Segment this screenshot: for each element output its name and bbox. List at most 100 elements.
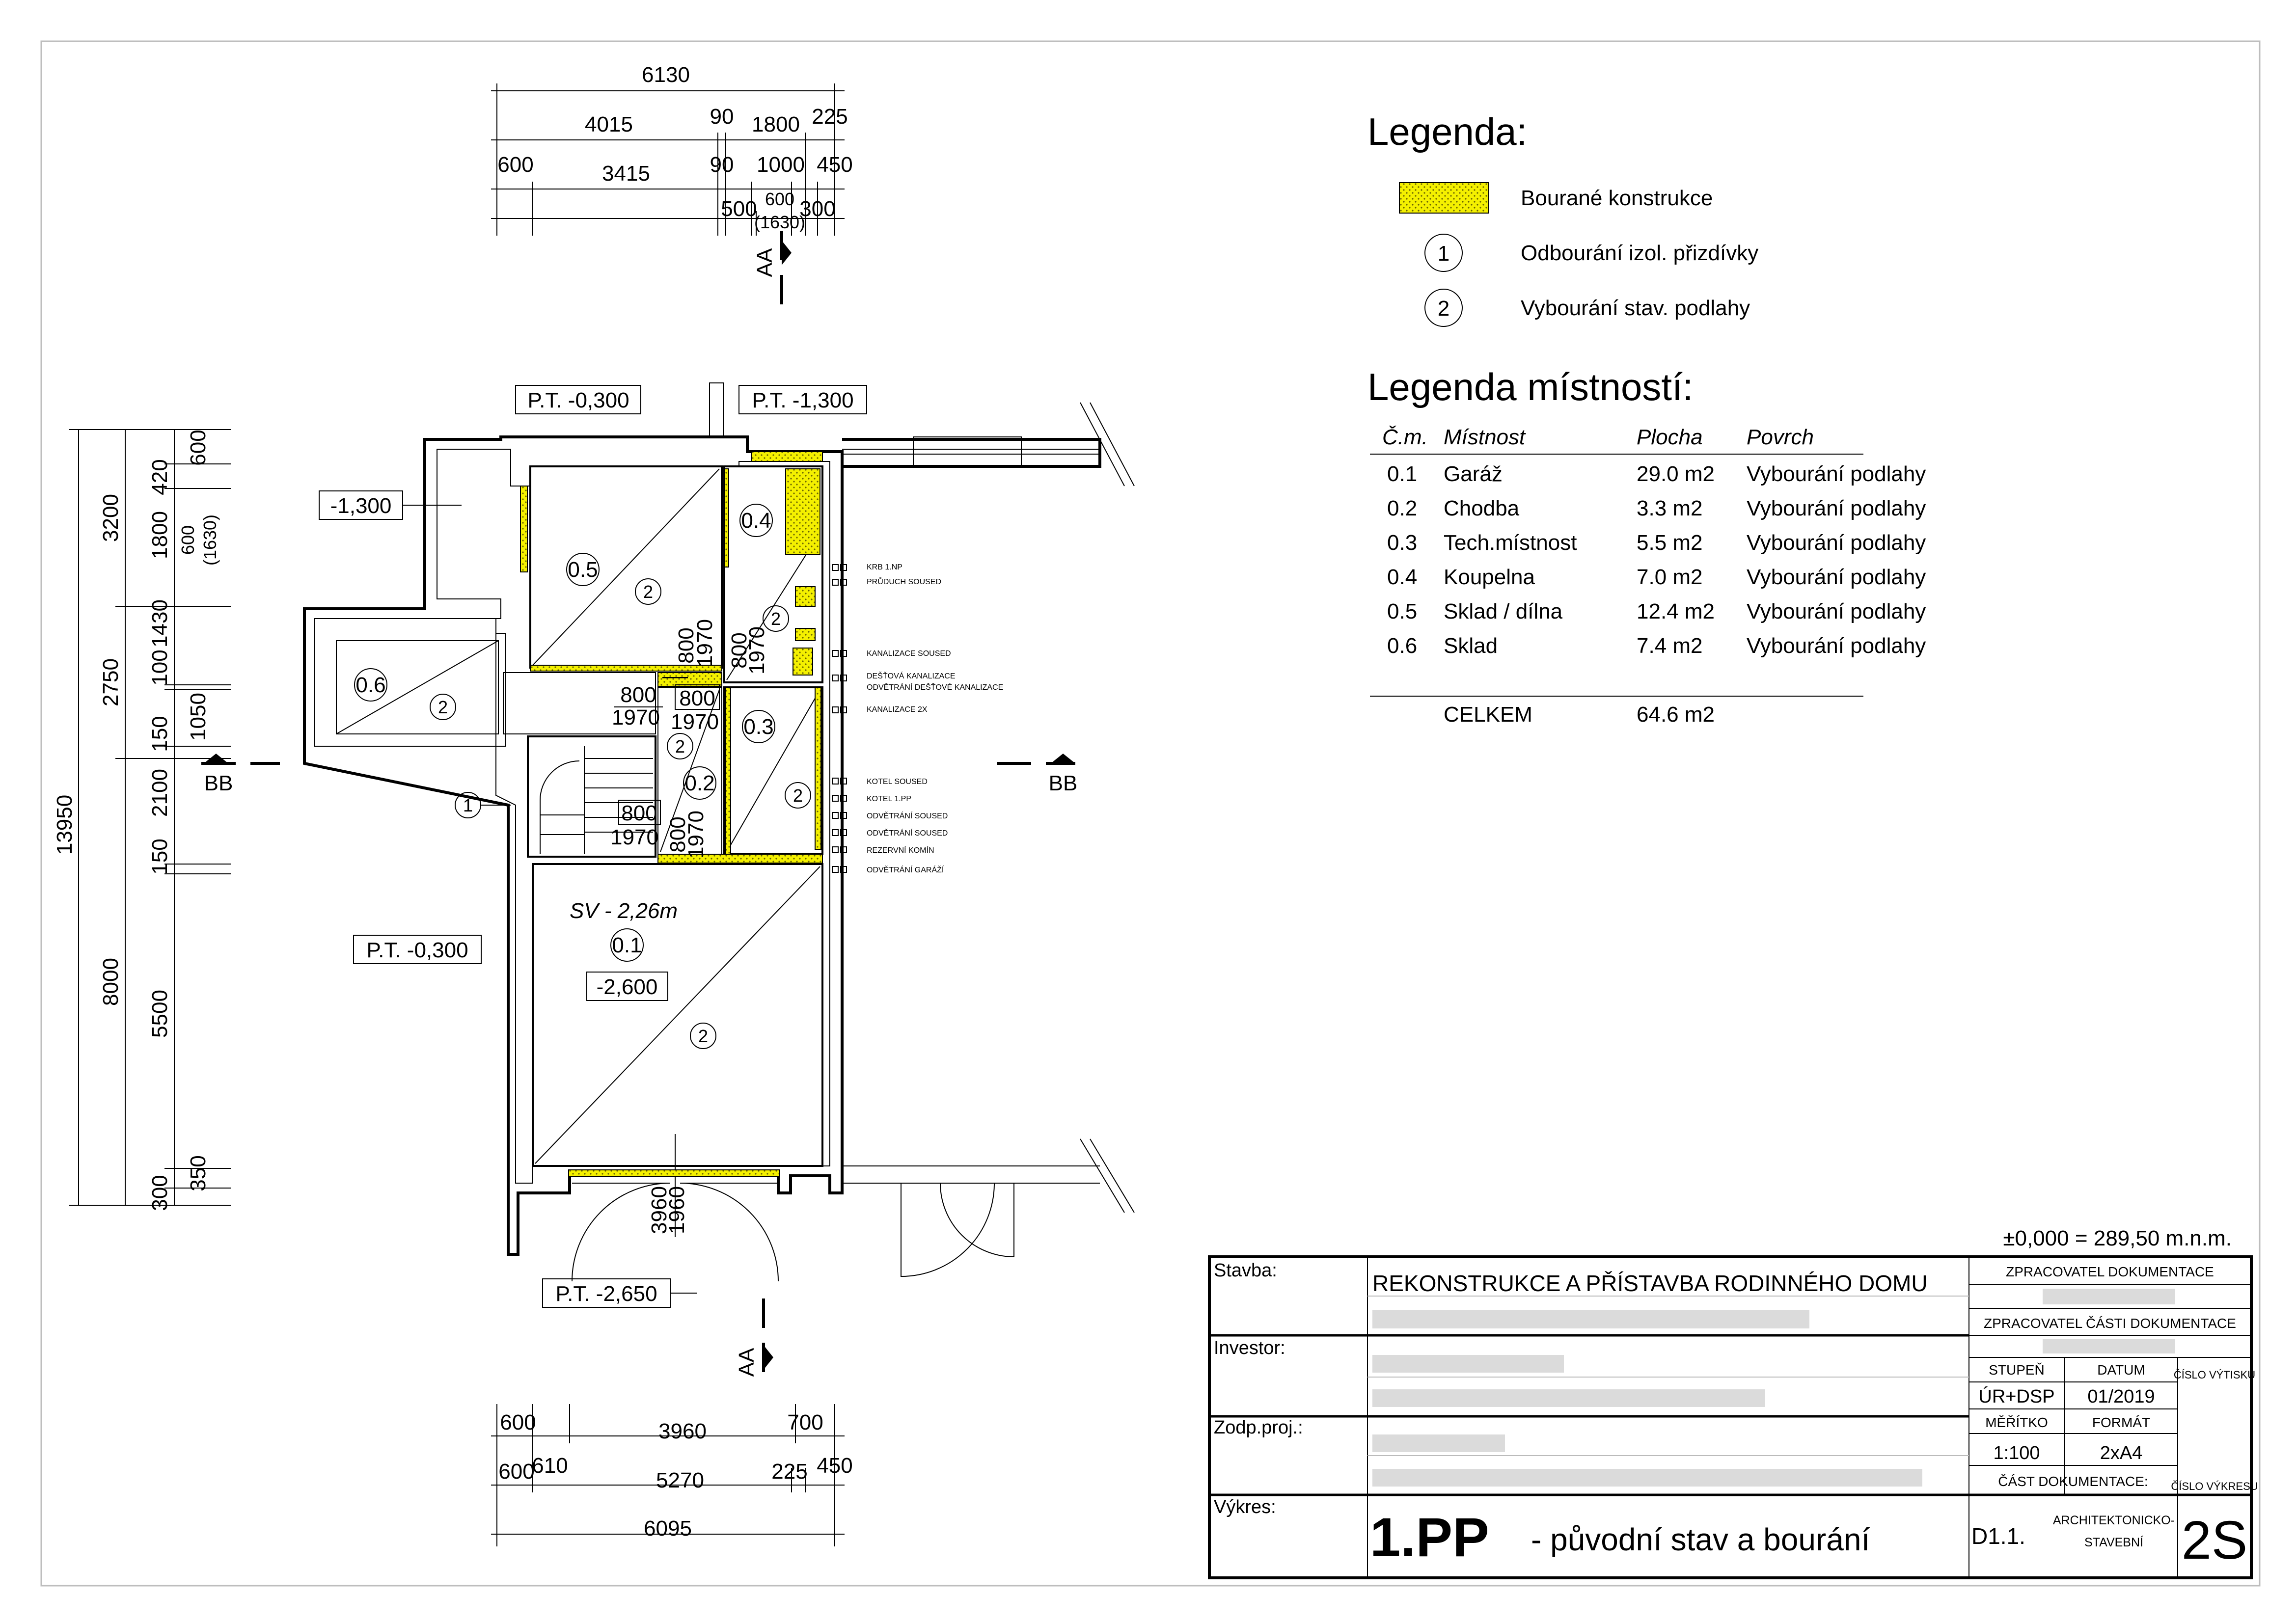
room-number: 0.6	[1387, 634, 1417, 658]
marker-1: 1	[463, 795, 473, 815]
dim-top: 600	[497, 153, 533, 177]
rooms-col-header: Povrch	[1747, 425, 1814, 449]
level-label: P.T. -2,650	[555, 1282, 657, 1306]
dim-left: 100	[148, 649, 172, 685]
rooms-legend: Legenda místností: Č.m. Místnost Plocha …	[1367, 365, 1926, 727]
dim-left: 1050	[186, 693, 210, 741]
title-block: Stavba: REKONSTRUKCE A PŘÍSTAVBA RODINNÉ…	[1208, 1255, 2258, 1579]
zpracovatel-label: ZPRACOVATEL DOKUMENTACE	[2006, 1264, 2214, 1279]
room-surface: Vybourání podlahy	[1747, 462, 1926, 486]
dim-top: 500	[721, 197, 757, 221]
redacted-address	[1372, 1310, 1809, 1328]
legend-title: Legenda:	[1367, 110, 1527, 153]
door-width: 800	[727, 632, 751, 668]
rooms-col-header: Plocha	[1637, 425, 1703, 449]
room-name: Tech.místnost	[1444, 531, 1577, 555]
meritko-value: 1:100	[1993, 1443, 2040, 1463]
room-area: 7.0 m2	[1637, 565, 1703, 589]
demolition-areas	[520, 451, 823, 1177]
legend-item-label: Bourané konstrukce	[1521, 186, 1713, 210]
cast-name-line1: ARCHITEKTONICKO-	[2053, 1514, 2175, 1527]
garage-clear-height: SV - 2,26m	[570, 899, 678, 923]
door-height: 1970	[612, 705, 660, 730]
section-aa-top: AA	[753, 231, 792, 319]
zpracovatel-casti-label: ZPRACOVATEL ČÁSTI DOKUMENTACE	[1984, 1316, 2236, 1331]
dim-top: 3415	[602, 162, 650, 186]
rooms-row: 0.4 Koupelna 7.0 m2 Vybourání podlahy	[1387, 565, 1926, 589]
marker-2: 2	[675, 736, 685, 757]
utility-notes: KRB 1.NP PRŮDUCH SOUSED KANALIZACE SOUSE…	[867, 563, 1003, 874]
dim-bottom: 225	[771, 1460, 807, 1484]
level-label: -2,600	[597, 975, 658, 999]
zodp-proj-label: Zodp.proj.:	[1214, 1417, 1303, 1438]
section-label-bb: BB	[1049, 771, 1078, 795]
dim-top: 1800	[752, 112, 800, 136]
room-surface: Vybourání podlahy	[1747, 634, 1926, 658]
dim-bottom-total: 6095	[644, 1516, 692, 1541]
stavba-value: REKONSTRUKCE A PŘÍSTAVBA RODINNÉHO DOMU	[1372, 1271, 1928, 1296]
bottom-dimensions: 600 3960 700 600 610 5270 225 450 6095	[491, 1404, 853, 1546]
plan-note: PRŮDUCH SOUSED	[867, 577, 941, 586]
door-width: 800	[666, 816, 690, 852]
room-name: Koupelna	[1444, 565, 1535, 589]
redacted-investor	[1372, 1355, 1564, 1373]
room-number: 0.4	[1387, 565, 1417, 589]
plan-note: KANALIZACE 2X	[867, 705, 928, 714]
investor-label: Investor:	[1214, 1338, 1285, 1358]
dim-left: 420	[148, 459, 172, 495]
section-aa-bottom: AA	[735, 1298, 773, 1377]
plan-note: ODVĚTRÁNÍ SOUSED	[867, 828, 948, 838]
room-area: 12.4 m2	[1637, 599, 1715, 623]
dim-top: 90	[710, 153, 734, 177]
redacted-designer-address	[1372, 1469, 1922, 1487]
meritko-label: MĚŘÍTKO	[1985, 1415, 2048, 1430]
dim-left: 150	[148, 839, 172, 874]
format-label: FORMÁT	[2092, 1415, 2150, 1430]
dim-left: 2100	[148, 769, 172, 817]
room-tag: 0.1	[612, 933, 642, 957]
dim-left: 600	[178, 525, 198, 555]
door-width: 800	[621, 801, 657, 825]
vykres-label: Výkres:	[1214, 1497, 1276, 1517]
dim-left: 350	[186, 1155, 210, 1191]
door-width: 800	[679, 686, 715, 710]
dim-bottom: 450	[817, 1454, 852, 1478]
redacted-author	[2043, 1289, 2175, 1304]
sheet-border	[40, 40, 2261, 1587]
marker-2: 2	[793, 785, 803, 806]
rooms-row: 0.1 Garáž 29.0 m2 Vybourání podlahy	[1387, 462, 1926, 486]
format-value: 2xA4	[2100, 1443, 2143, 1463]
dim-left: 150	[148, 716, 172, 752]
rooms-legend-title: Legenda místností:	[1367, 365, 1693, 408]
legend-item-symbol: 1	[1438, 242, 1449, 266]
plan-note: KOTEL 1.PP	[867, 795, 911, 803]
cislo-vykresu-label: ČÍSLO VÝKRESU	[2171, 1480, 2258, 1492]
room-area: 5.5 m2	[1637, 531, 1703, 555]
dim-top: 4015	[585, 112, 633, 136]
room-name: Sklad	[1444, 634, 1498, 658]
dim-left: (1630)	[200, 514, 220, 566]
room-tags: 0.1 0.2 0.3 0.4 0.5 0.6	[354, 504, 775, 962]
section-label-bb: BB	[204, 771, 233, 795]
marker-2: 2	[771, 609, 781, 629]
rooms-total-label: CELKEM	[1444, 703, 1532, 727]
dim-top: 600	[765, 189, 794, 209]
room-tag: 0.3	[743, 715, 773, 739]
dim-left: 300	[148, 1175, 172, 1211]
dim-bottom: 700	[787, 1410, 823, 1434]
room-tag: 0.2	[684, 771, 714, 795]
level-label: P.T. -1,300	[752, 388, 853, 412]
dim-top: 1000	[757, 153, 805, 177]
plan-note: KOTEL SOUSED	[867, 778, 928, 786]
room-number: 0.2	[1387, 496, 1417, 520]
floor-plan: KRB 1.NP PRŮDUCH SOUSED KANALIZACE SOUSE…	[201, 231, 1135, 1377]
plan-note: ODVĚTRÁNÍ DEŠŤOVÉ KANALIZACE	[867, 682, 1003, 692]
section-label-aa: AA	[753, 248, 777, 277]
dim-bottom: 3960	[658, 1419, 707, 1443]
elevation-reference: ±0,000 = 289,50 m.n.m.	[2003, 1226, 2232, 1250]
marker-2: 2	[438, 697, 448, 717]
left-dimensions: 13950 3200 2750 8000 600 420 1800 600 (1…	[53, 429, 231, 1211]
dim-left: 3200	[99, 494, 123, 542]
room-tag: 0.6	[355, 673, 385, 697]
